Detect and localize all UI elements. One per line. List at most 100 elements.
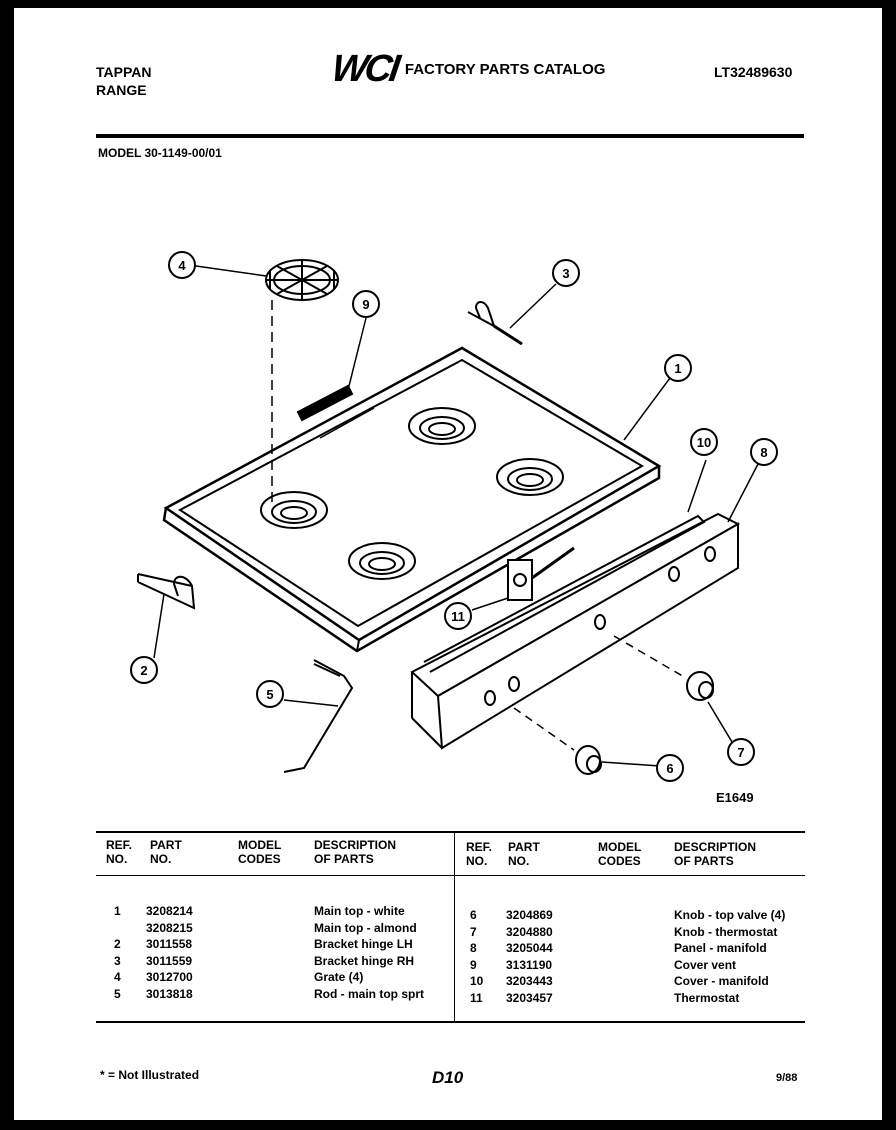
product-name: RANGE	[96, 82, 147, 98]
callout-2: 2	[140, 663, 147, 678]
parts-catalog-page: TAPPAN RANGE WCI FACTORY PARTS CATALOG L…	[14, 8, 882, 1120]
table-cell: 3011558	[146, 937, 193, 951]
burner	[260, 491, 328, 529]
callout-7: 7	[737, 745, 744, 760]
callout-9: 9	[362, 297, 369, 312]
page-number: D10	[432, 1068, 464, 1087]
header-ref-left: REF. NO.	[106, 838, 132, 866]
burner	[408, 407, 476, 445]
exploded-parts-diagram: 4 3 9 1 2 5 6 7 8 10 11	[130, 251, 778, 782]
model-number: MODEL 30-1149-00/01	[98, 146, 222, 160]
table-cell: 8	[470, 941, 477, 955]
header-part-line2: NO.	[150, 852, 172, 866]
rod-part	[283, 659, 354, 773]
callout-1: 1	[674, 361, 681, 376]
header-ref-line1: REF.	[106, 838, 133, 852]
callout-3: 3	[562, 266, 569, 281]
table-cell: Panel - manifold	[674, 941, 767, 955]
table-cell: 7	[470, 924, 477, 939]
table-cell: 3012700	[146, 970, 193, 984]
catalog-id: LT32489630	[714, 64, 793, 80]
table-cell: 6	[470, 908, 477, 922]
header-ref-line1: REF.	[466, 840, 493, 854]
table-cell: 3013818	[146, 986, 193, 1001]
header-part-line1: PART	[508, 840, 540, 854]
catalog-title: FACTORY PARTS CATALOG	[404, 60, 606, 78]
table-cell: 3131190	[506, 957, 553, 972]
table-cell: 5	[114, 986, 121, 1001]
header-desc-line2: OF PARTS	[314, 852, 374, 866]
table-cell: Cover - manifold	[674, 974, 769, 988]
table-cell: 3204869	[506, 908, 553, 922]
callout-5: 5	[266, 687, 273, 702]
left-desc-column: Main top - white Main top - almond Brack…	[314, 903, 424, 1002]
catalog-header: WCI FACTORY PARTS CATALOG	[329, 48, 606, 90]
not-illustrated-note: * = Not Illustrated	[100, 1068, 200, 1082]
table-cell: 9	[470, 957, 477, 972]
callout-10: 10	[697, 435, 711, 450]
callout-6: 6	[666, 761, 673, 776]
brand-name: TAPPAN	[96, 64, 152, 80]
table-cell: 3204880	[506, 924, 553, 939]
callout-4: 4	[178, 258, 186, 273]
table-cell: 11	[470, 990, 483, 1005]
table-cell: Bracket hinge RH	[314, 953, 415, 968]
table-bottom-rule	[96, 1021, 805, 1023]
header-part-left: PART NO.	[150, 838, 182, 866]
manifold-panel-part	[410, 512, 741, 750]
table-cell: 3011559	[146, 953, 193, 968]
right-ref-column: 6 7 8 9 10 11	[470, 907, 483, 1006]
thermostat-part	[507, 546, 575, 601]
header-model-line2: CODES	[238, 852, 281, 866]
header-rule	[96, 134, 804, 138]
table-cell	[114, 920, 121, 937]
table-divider	[454, 833, 455, 1021]
burner	[496, 458, 564, 496]
bracket-hinge-rh-part	[467, 301, 523, 346]
header-ref-line2: NO.	[466, 854, 488, 868]
knob-thermostat-part	[686, 671, 714, 701]
bracket-hinge-lh-part	[137, 573, 196, 610]
figure-id: E1649	[716, 790, 754, 805]
header-ref-right: REF. NO.	[466, 840, 492, 868]
callout-11: 11	[451, 609, 465, 624]
left-part-column: 3208214 3208215 3011558 3011559 3012700 …	[146, 903, 193, 1002]
cover-vent-part	[296, 384, 354, 422]
header-model-line2: CODES	[598, 854, 641, 868]
header-part-line1: PART	[150, 838, 182, 852]
header-ref-line2: NO.	[106, 852, 128, 866]
main-top-part	[162, 346, 662, 653]
table-cell: Rod - main top sprt	[314, 986, 424, 1001]
table-top-rule	[96, 831, 805, 833]
table-header-rule	[96, 875, 805, 876]
header-model-line1: MODEL	[238, 838, 282, 852]
table-cell: 1	[114, 904, 121, 918]
right-desc-column: Knob - top valve (4) Knob - thermostat P…	[674, 907, 785, 1006]
table-cell: 3203457	[506, 990, 553, 1005]
table-cell: Main top - almond	[314, 920, 417, 935]
table-cell: 3208215	[146, 920, 193, 935]
header-model-line1: MODEL	[598, 840, 642, 854]
header-desc-line1: DESCRIPTION	[674, 840, 757, 854]
table-cell: Thermostat	[674, 990, 740, 1005]
right-part-column: 3204869 3204880 3205044 3131190 3203443 …	[506, 907, 553, 1006]
table-cell: 10	[470, 974, 484, 988]
header-part-right: PART NO.	[508, 840, 540, 868]
table-cell: 3205044	[506, 941, 553, 955]
left-ref-column: 1 2 3 4 5	[114, 903, 121, 1002]
table-cell: Knob - thermostat	[674, 924, 778, 939]
table-cell: 3208214	[146, 904, 193, 918]
knob-top-valve-part	[575, 745, 602, 775]
table-cell: Grate (4)	[314, 970, 364, 984]
burner	[348, 542, 416, 580]
header-desc-right: DESCRIPTION OF PARTS	[674, 840, 756, 868]
table-cell: Knob - top valve (4)	[674, 908, 786, 922]
manifold-cover-part	[423, 514, 706, 673]
catalog-date: 9/88	[776, 1072, 798, 1084]
table-cell: Bracket hinge LH	[314, 937, 413, 951]
callout-8: 8	[760, 445, 767, 460]
table-cell: Cover vent	[674, 957, 737, 972]
header-part-line2: NO.	[508, 854, 530, 868]
table-cell: 2	[114, 937, 121, 951]
header-desc-line2: OF PARTS	[674, 854, 734, 868]
